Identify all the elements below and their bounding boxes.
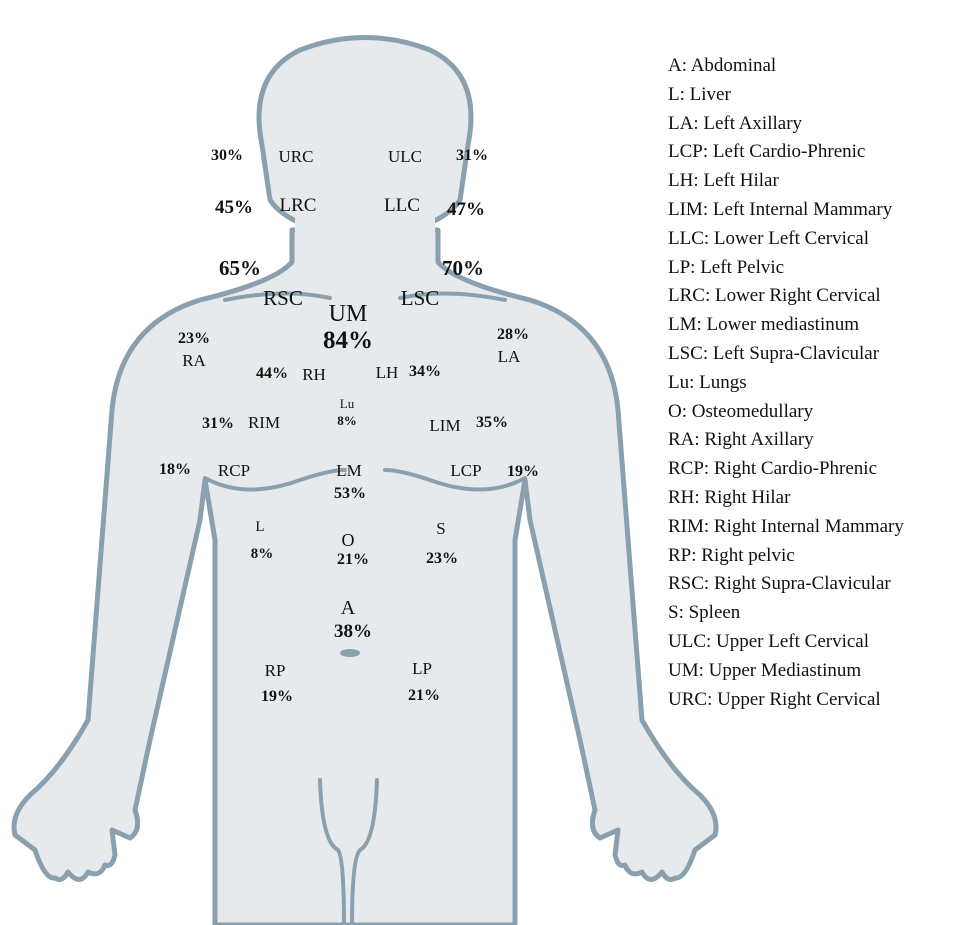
code-rh: RH (302, 366, 326, 383)
code-lu: Lu (340, 397, 354, 410)
navel (340, 649, 360, 657)
legend-item: RP: Right pelvic (668, 542, 904, 571)
code-ra: RA (182, 352, 206, 369)
code-llc: LLC (384, 196, 420, 215)
code-lim: LIM (429, 417, 460, 434)
pct-lm: 53% (334, 486, 366, 502)
pct-rh: 44% (256, 366, 288, 382)
abbreviation-legend: A: Abdominal L: Liver LA: Left Axillary … (668, 52, 904, 714)
legend-item: LM: Lower mediastinum (668, 311, 904, 340)
code-urc: URC (279, 148, 314, 165)
pct-o: 21% (337, 552, 369, 568)
pct-la: 28% (497, 327, 529, 343)
pct-urc: 30% (211, 148, 243, 164)
legend-item: UM: Upper Mediastinum (668, 657, 904, 686)
code-lsc: LSC (401, 288, 440, 309)
code-ulc: ULC (388, 148, 422, 165)
legend-item: LRC: Lower Right Cervical (668, 282, 904, 311)
neck (295, 215, 435, 265)
pct-lcp: 19% (507, 464, 539, 480)
legend-item: S: Spleen (668, 599, 904, 628)
code-lm: LM (336, 462, 362, 479)
pct-l: 8% (251, 547, 274, 562)
pct-a: 38% (334, 622, 372, 641)
code-lp: LP (412, 660, 432, 677)
legend-item: RIM: Right Internal Mammary (668, 513, 904, 542)
legend-item: RSC: Right Supra-Clavicular (668, 570, 904, 599)
legend-item: RH: Right Hilar (668, 484, 904, 513)
code-lh: LH (376, 364, 399, 381)
pct-lu: 8% (337, 414, 357, 427)
code-lrc: LRC (280, 196, 317, 215)
code-l: L (255, 520, 264, 535)
pct-lp: 21% (408, 688, 440, 704)
pct-llc: 47% (447, 200, 485, 219)
code-um: UM (329, 302, 368, 326)
code-a: A (341, 598, 355, 618)
legend-item: ULC: Upper Left Cervical (668, 628, 904, 657)
legend-item: A: Abdominal (668, 52, 904, 81)
pct-lh: 34% (409, 364, 441, 380)
code-lcp: LCP (450, 462, 481, 479)
pct-rsc: 65% (219, 258, 261, 279)
pct-lrc: 45% (215, 198, 253, 217)
pct-rim: 31% (202, 416, 234, 432)
code-la: LA (498, 348, 521, 365)
pct-lim: 35% (476, 415, 508, 431)
pct-rcp: 18% (159, 462, 191, 478)
pct-ulc: 31% (456, 148, 488, 164)
legend-item: LH: Left Hilar (668, 167, 904, 196)
legend-item: LLC: Lower Left Cervical (668, 225, 904, 254)
legend-item: LSC: Left Supra-Clavicular (668, 340, 904, 369)
legend-item: URC: Upper Right Cervical (668, 686, 904, 715)
code-o: O (342, 531, 355, 549)
legend-item: LIM: Left Internal Mammary (668, 196, 904, 225)
code-s: S (436, 520, 445, 537)
legend-item: RCP: Right Cardio-Phrenic (668, 455, 904, 484)
legend-item: O: Osteomedullary (668, 398, 904, 427)
pct-lsc: 70% (442, 258, 484, 279)
pct-um: 84% (323, 328, 373, 353)
code-rcp: RCP (218, 462, 250, 479)
code-rp: RP (265, 662, 286, 679)
pct-rp: 19% (261, 689, 293, 705)
legend-item: LP: Left Pelvic (668, 254, 904, 283)
code-rim: RIM (248, 414, 280, 431)
legend-item: RA: Right Axillary (668, 426, 904, 455)
legend-item: L: Liver (668, 81, 904, 110)
pct-s: 23% (426, 551, 458, 567)
legend-item: Lu: Lungs (668, 369, 904, 398)
code-rsc: RSC (263, 288, 303, 309)
legend-item: LCP: Left Cardio-Phrenic (668, 138, 904, 167)
legend-item: LA: Left Axillary (668, 110, 904, 139)
pct-ra: 23% (178, 331, 210, 347)
